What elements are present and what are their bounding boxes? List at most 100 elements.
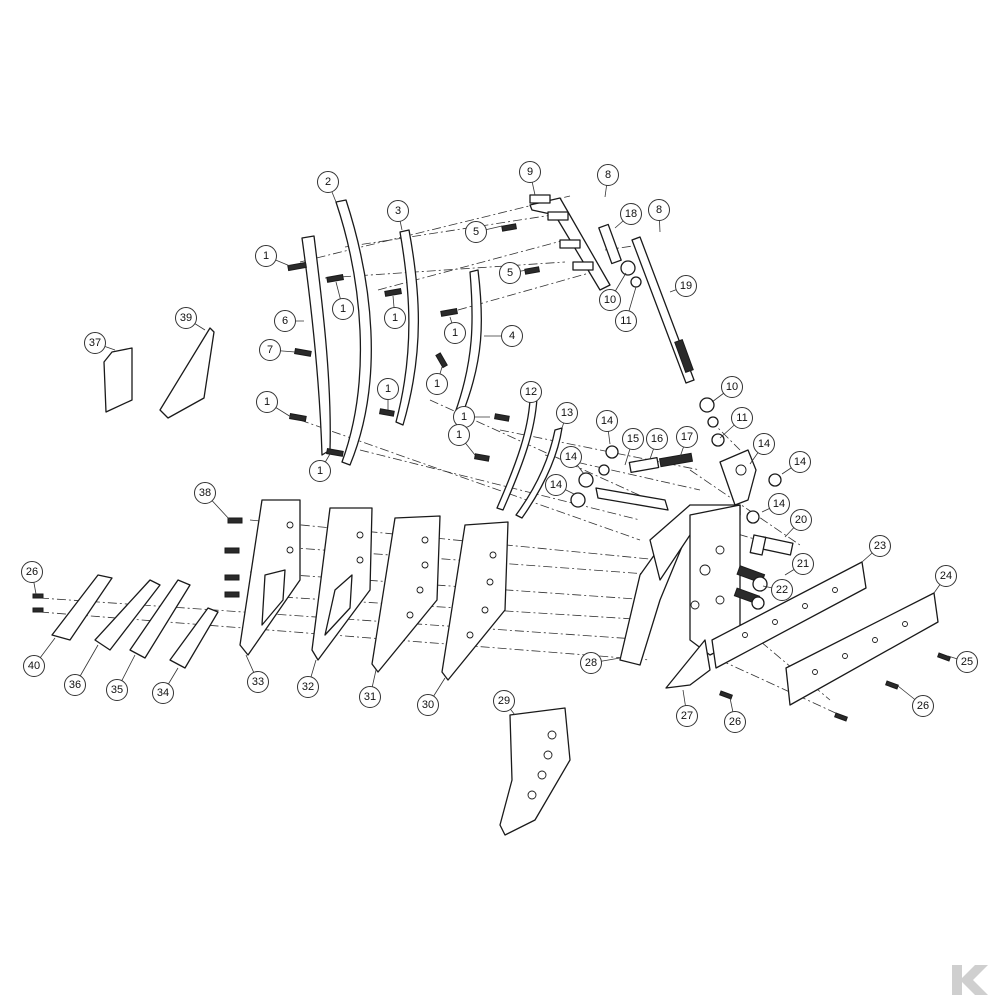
callout-number: 7 <box>267 344 273 356</box>
callout-circle <box>21 561 43 583</box>
callout-circle <box>753 433 775 455</box>
callout-circle <box>545 474 567 496</box>
fastener-bolts <box>32 223 951 722</box>
part-18-threaded-rod <box>598 223 622 265</box>
callout-circle <box>377 378 399 400</box>
callout-circle <box>790 509 812 531</box>
callout-number: 39 <box>180 312 192 324</box>
part-3-mouldboard-strip <box>395 229 419 426</box>
part-34-wear-tip <box>169 607 219 669</box>
callout-number: 14 <box>601 415 613 427</box>
callout-part-8: 8 <box>597 164 619 198</box>
callout-part-15: 15 <box>622 428 644 466</box>
callout-part-26: 26 <box>21 561 43 595</box>
callout-circle <box>499 262 521 284</box>
callout-number: 14 <box>773 498 785 510</box>
callout-part-33: 33 <box>245 654 269 693</box>
callout-number: 8 <box>656 204 662 216</box>
part-35-wear-tip <box>129 579 191 659</box>
callout-number: 1 <box>392 312 398 324</box>
callout-number: 38 <box>199 487 211 499</box>
callout-circle <box>648 199 670 221</box>
callout-part-13: 13 <box>556 402 578 429</box>
callout-circle <box>247 671 269 693</box>
part-30-share <box>441 521 509 681</box>
callout-number: 14 <box>758 438 770 450</box>
callout-number: 5 <box>507 267 513 279</box>
callout-number: 1 <box>452 327 458 339</box>
callout-circle <box>64 674 86 696</box>
callout-circle <box>332 298 354 320</box>
part-39-wedge <box>159 327 215 419</box>
callout-circle <box>731 407 753 429</box>
callout-part-20: 20 <box>784 509 812 538</box>
callout-number: 16 <box>651 433 663 445</box>
callout-circle <box>597 164 619 186</box>
callout-number: 22 <box>776 584 788 596</box>
callout-circle <box>297 676 319 698</box>
callout-part-1: 1 <box>256 391 292 418</box>
callout-part-35: 35 <box>106 654 136 701</box>
callout-number: 31 <box>364 691 376 703</box>
callout-circle <box>23 655 45 677</box>
callout-number: 14 <box>550 479 562 491</box>
callout-part-14: 14 <box>749 433 775 465</box>
callout-circle <box>622 428 644 450</box>
callout-number: 29 <box>498 695 510 707</box>
callout-part-29: 29 <box>493 690 516 716</box>
callout-part-14: 14 <box>761 493 790 515</box>
callout-circle <box>721 376 743 398</box>
callout-number: 1 <box>340 303 346 315</box>
callout-number: 1 <box>385 383 391 395</box>
part-20-bolt <box>749 534 794 556</box>
callout-part-16: 16 <box>646 428 668 460</box>
callout-circle <box>387 200 409 222</box>
callout-part-39: 39 <box>175 307 206 331</box>
callout-circle <box>771 579 793 601</box>
part-12-mouldboard-strip <box>496 397 538 511</box>
callout-part-27: 27 <box>676 689 698 727</box>
callout-circle <box>724 711 746 733</box>
callout-part-14: 14 <box>781 451 811 475</box>
part-2-mouldboard-strip <box>335 199 372 466</box>
callout-number: 19 <box>680 280 692 292</box>
callout-circle <box>274 310 296 332</box>
callout-number: 26 <box>26 566 38 578</box>
callout-circle <box>309 460 331 482</box>
callout-part-5: 5 <box>465 221 503 243</box>
callout-part-7: 7 <box>259 339 296 361</box>
part-29-share-point <box>499 707 571 836</box>
callout-part-23: 23 <box>861 535 891 563</box>
callout-number: 40 <box>28 660 40 672</box>
callout-circle <box>792 553 814 575</box>
callout-part-30: 30 <box>417 677 446 716</box>
callout-circle <box>384 307 406 329</box>
callout-part-2: 2 <box>317 171 339 203</box>
callout-part-4: 4 <box>484 325 523 347</box>
callout-circle <box>768 493 790 515</box>
callout-part-19: 19 <box>669 275 697 297</box>
callout-part-11: 11 <box>719 407 753 439</box>
callout-part-26: 26 <box>724 697 746 733</box>
callout-number: 11 <box>736 412 747 424</box>
callout-number: 17 <box>681 431 693 443</box>
callout-part-26: 26 <box>897 685 934 717</box>
callout-number: 18 <box>625 208 637 220</box>
callout-part-24: 24 <box>933 565 957 594</box>
callout-circle <box>912 695 934 717</box>
callout-number: 30 <box>422 699 434 711</box>
callout-number: 12 <box>525 386 537 398</box>
callout-part-1: 1 <box>332 281 354 320</box>
callout-number: 1 <box>434 378 440 390</box>
callout-circle <box>556 402 578 424</box>
callout-number: 27 <box>681 710 693 722</box>
callout-number: 26 <box>729 716 741 728</box>
callout-number: 9 <box>527 166 533 178</box>
part-15-link-plate <box>595 487 669 511</box>
callout-circle <box>448 424 470 446</box>
callout-number: 2 <box>325 176 331 188</box>
callout-part-14: 14 <box>560 446 585 475</box>
callout-part-1: 1 <box>448 424 476 456</box>
callout-circle <box>675 275 697 297</box>
callout-number: 13 <box>561 407 573 419</box>
